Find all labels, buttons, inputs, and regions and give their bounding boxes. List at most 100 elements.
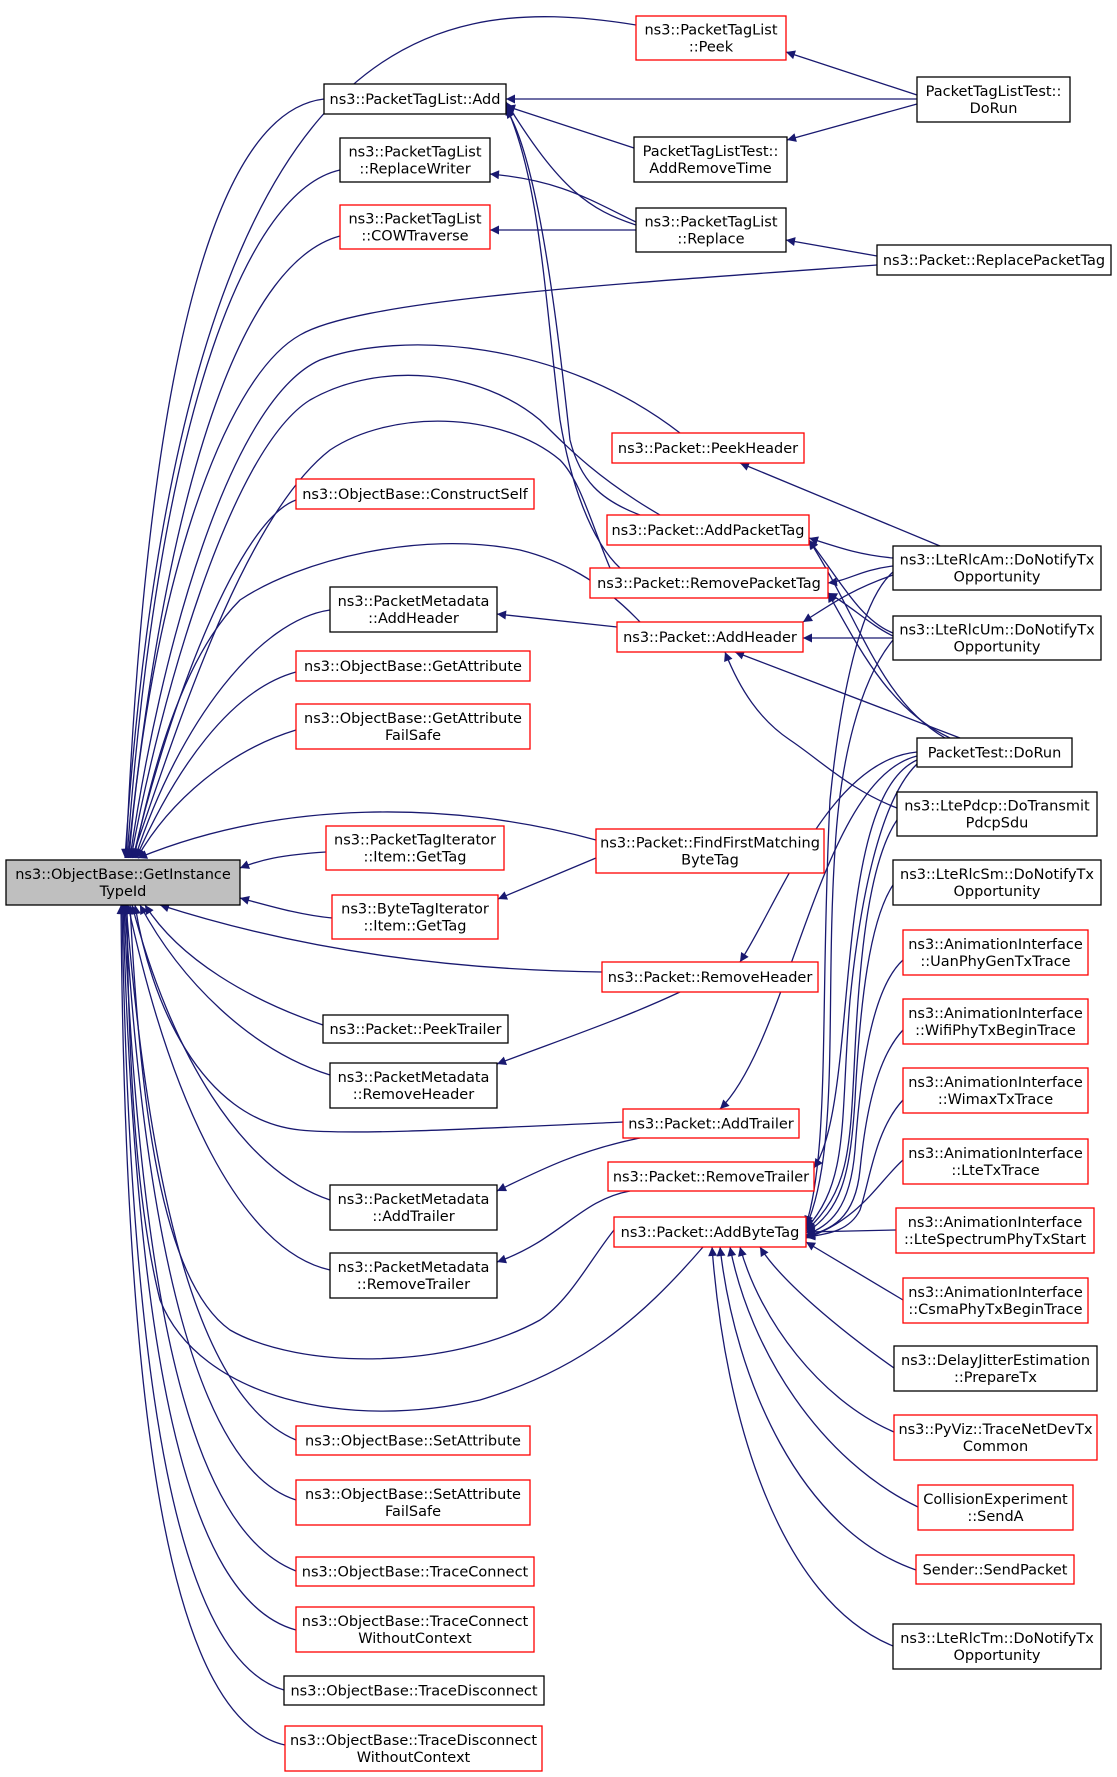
- node-ob-tdwc[interactable]: ns3::ObjectBase::TraceDisconnectWithoutC…: [284, 1725, 543, 1772]
- node-ptl-replace[interactable]: ns3::PacketTagList::Replace: [635, 207, 787, 253]
- node-pti-gettag[interactable]: ns3::PacketTagIterator::Item::GetTag: [325, 825, 505, 871]
- node-bti-gettag[interactable]: ns3::ByteTagIterator::Item::GetTag: [331, 894, 499, 940]
- node-label: ns3::Packet::AddByteTag: [621, 1225, 800, 1241]
- node-box: [892, 859, 1102, 906]
- node-ai-uan[interactable]: ns3::AnimationInterface::UanPhyGenTxTrac…: [902, 929, 1089, 976]
- node-p-rmpt[interactable]: ns3::Packet::RemovePacketTag: [589, 567, 829, 599]
- call-edge: [496, 610, 618, 628]
- node-ptlt-art[interactable]: PacketTagListTest::AddRemoveTime: [633, 136, 788, 183]
- node-ob-tc[interactable]: ns3::ObjectBase::TraceConnect: [295, 1556, 535, 1587]
- node-coll[interactable]: CollisionExperiment::SendA: [917, 1484, 1074, 1531]
- node-label: ns3::ObjectBase::GetAttribute: [304, 659, 522, 675]
- node-p-apt[interactable]: ns3::Packet::AddPacketTag: [606, 514, 810, 546]
- node-box: [295, 1556, 535, 1587]
- node-sender[interactable]: Sender::SendPacket: [915, 1554, 1075, 1585]
- call-edge: [505, 105, 621, 569]
- node-ob-td[interactable]: ns3::ObjectBase::TraceDisconnect: [283, 1675, 545, 1706]
- node-p-peektr[interactable]: ns3::Packet::PeekTrailer: [322, 1014, 509, 1044]
- node-ob-getattr[interactable]: ns3::ObjectBase::GetAttribute: [295, 650, 531, 682]
- node-ptl-repw[interactable]: ns3::PacketTagList::ReplaceWriter: [339, 137, 491, 183]
- node-p-rmtr[interactable]: ns3::Packet::RemoveTrailer: [607, 1161, 815, 1192]
- node-ai-csma[interactable]: ns3::AnimationInterface::CsmaPhyTxBeginT…: [902, 1277, 1089, 1324]
- node-p-abt[interactable]: ns3::Packet::AddByteTag: [613, 1216, 807, 1248]
- node-label: ns3::PacketTagList: [348, 212, 481, 228]
- node-ptl-cow[interactable]: ns3::PacketTagList::COWTraverse: [339, 204, 491, 250]
- node-box: [322, 1014, 509, 1044]
- call-edge: [805, 884, 894, 1234]
- call-edge: [119, 904, 297, 1572]
- node-box: [902, 929, 1089, 976]
- node-box: [331, 894, 499, 940]
- node-box: [902, 1138, 1089, 1185]
- node-label: DoRun: [970, 101, 1018, 117]
- node-p-rpt[interactable]: ns3::Packet::ReplacePacketTag: [876, 244, 1112, 276]
- node-box: [916, 737, 1073, 768]
- node-ai-wifi[interactable]: ns3::AnimationInterface::WifiPhyTxBeginT…: [902, 998, 1089, 1045]
- node-label: ns3::AnimationInterface: [908, 1215, 1083, 1231]
- node-p-addhdr[interactable]: ns3::Packet::AddHeader: [616, 621, 804, 653]
- node-p-peekhdr[interactable]: ns3::Packet::PeekHeader: [611, 432, 805, 464]
- node-ptl-add[interactable]: ns3::PacketTagList::Add: [323, 83, 507, 115]
- call-edge: [122, 904, 704, 1412]
- node-label: PacketTagListTest::: [643, 144, 779, 160]
- node-ob-setattr[interactable]: ns3::ObjectBase::SetAttribute: [295, 1425, 531, 1456]
- node-label: ::CsmaPhyTxBeginTrace: [908, 1302, 1082, 1318]
- node-label: ns3::AnimationInterface: [908, 1285, 1083, 1301]
- node-box: [876, 244, 1112, 276]
- node-ai-lte[interactable]: ns3::AnimationInterface::LteTxTrace: [902, 1138, 1089, 1185]
- node-ptlt-dorun[interactable]: PacketTagListTest::DoRun: [916, 76, 1071, 123]
- call-edge: [805, 763, 918, 1230]
- node-pm-addhdr[interactable]: ns3::PacketMetadata::AddHeader: [329, 586, 498, 633]
- node-box: [613, 1216, 807, 1248]
- node-ptl-peek[interactable]: ns3::PacketTagList::Peek: [635, 15, 787, 61]
- node-label: ns3::PacketTagList: [644, 23, 777, 39]
- node-box: [325, 825, 505, 871]
- call-edge: [489, 170, 637, 223]
- node-label: ns3::PacketTagList::Add: [330, 92, 501, 108]
- node-box: [635, 15, 787, 61]
- node-label: TypeId: [99, 884, 147, 900]
- node-box: [611, 432, 805, 464]
- node-pt-dorun[interactable]: PacketTest::DoRun: [916, 737, 1073, 768]
- call-edge: [130, 499, 297, 859]
- call-edge: [805, 1099, 904, 1241]
- node-label: ns3::LteRlcTm::DoNotifyTx: [900, 1631, 1094, 1647]
- node-label: Sender::SendPacket: [923, 1563, 1068, 1579]
- call-edge: [139, 904, 331, 1076]
- node-ai-wimax[interactable]: ns3::AnimationInterface::WimaxTxTrace: [902, 1067, 1089, 1114]
- call-edge: [827, 565, 894, 587]
- node-label: ns3::LteRlcUm::DoNotifyTx: [899, 623, 1095, 639]
- node-label: ns3::ObjectBase::TraceConnect: [302, 1614, 529, 1630]
- node-label: FailSafe: [385, 1504, 441, 1520]
- node-label: ::Item::GetTag: [364, 919, 467, 935]
- call-edge: [129, 904, 331, 1201]
- node-pm-addtr[interactable]: ns3::PacketMetadata::AddTrailer: [329, 1184, 498, 1231]
- node-ob-cself[interactable]: ns3::ObjectBase::ConstructSelf: [295, 478, 535, 510]
- node-label: ::Item::GetTag: [364, 850, 467, 866]
- node-label: ns3::ObjectBase::GetAttribute: [304, 711, 522, 727]
- node-ob-tcwc[interactable]: ns3::ObjectBase::TraceConnectWithoutCont…: [295, 1606, 535, 1653]
- node-label: ns3::ObjectBase::GetInstance: [15, 867, 231, 883]
- node-dje[interactable]: ns3::DelayJitterEstimation::PrepareTx: [893, 1345, 1098, 1392]
- nodes: ns3::ObjectBase::GetInstanceTypeIdns3::P…: [5, 15, 1112, 1772]
- node-pm-rmhdr[interactable]: ns3::PacketMetadata::RemoveHeader: [329, 1062, 498, 1109]
- node-box: [329, 1252, 498, 1299]
- node-p-rmhdr[interactable]: ns3::Packet::RemoveHeader: [601, 961, 819, 993]
- edges: [116, 16, 961, 1746]
- node-label: ns3::PacketMetadata: [338, 594, 490, 610]
- node-ai-ltesp[interactable]: ns3::AnimationInterface::LteSpectrumPhyT…: [895, 1207, 1095, 1254]
- node-p-addtr[interactable]: ns3::Packet::AddTrailer: [622, 1108, 800, 1139]
- node-pm-rmtr[interactable]: ns3::PacketMetadata::RemoveTrailer: [329, 1252, 498, 1299]
- node-label: ns3::Packet::PeekHeader: [618, 441, 798, 457]
- node-box: [5, 859, 241, 906]
